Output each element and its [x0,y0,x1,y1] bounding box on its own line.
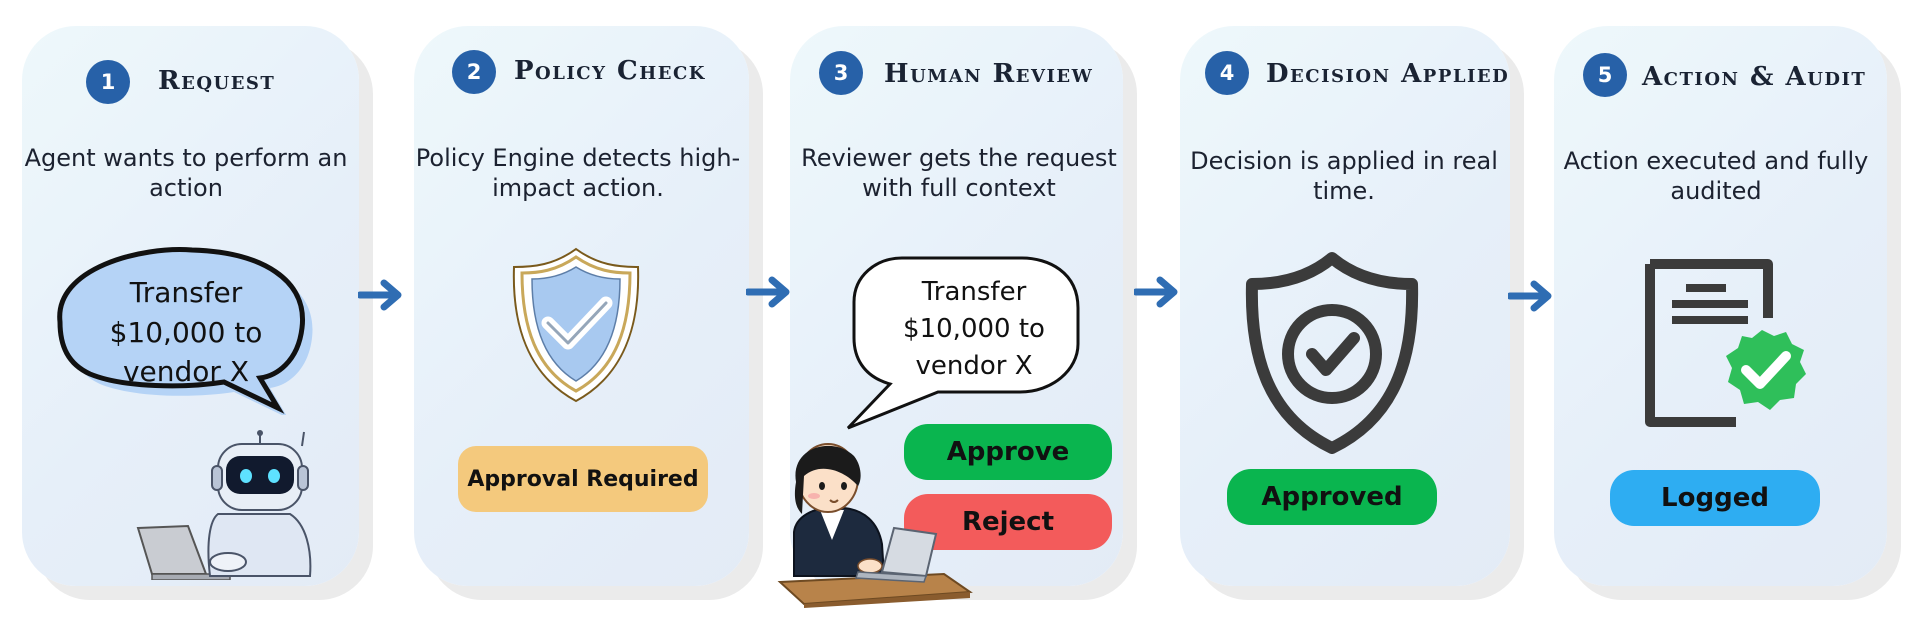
bubble-line: vendor X [123,355,249,388]
step-title: Human Review [884,59,1094,89]
step-description: Policy Engine detects high-impact action… [415,144,741,202]
bubble-line: Transfer [129,276,243,309]
step-description: Action executed and fully audited [1563,147,1869,205]
step-number-badge: 3 [819,51,863,95]
bubble-line: $10,000 to [903,314,1045,344]
step-title: Action & Audit [1642,62,1867,92]
step-description: Reviewer gets the request with full cont… [801,144,1117,202]
bubble-line: $10,000 to [110,316,263,349]
status-badge: Logged [1610,470,1820,526]
step-title: Decision Applied [1266,59,1510,89]
status-badge: Approval Required [458,446,708,512]
robot-laptop-illustration [136,430,312,580]
approve-button[interactable]: Approve [904,424,1112,480]
speech-bubble: Transfer $10,000 to vendor X [57,247,313,415]
step-number-badge: 2 [452,50,496,94]
arrow-right-icon [1134,276,1178,308]
shield-check-outline-icon [1245,252,1419,454]
arrow-right-icon [1508,280,1552,312]
shield-check-icon [512,247,640,403]
step-title: Policy Check [514,56,706,86]
step-description: Agent wants to perform an action [24,144,348,202]
step-description: Decision is applied in real time. [1190,147,1498,205]
status-badge: Approved [1227,469,1437,525]
reject-button[interactable]: Reject [904,494,1112,550]
bubble-line: vendor X [915,351,1032,381]
arrow-right-icon [746,276,790,308]
document-verified-icon [1645,259,1806,427]
speech-bubble: Transfer $10,000 to vendor X [846,256,1080,430]
bubble-line: Transfer [921,277,1027,307]
reviewer-laptop-illustration [777,443,973,608]
step-number-badge: 4 [1205,51,1249,95]
step-number-badge: 5 [1583,53,1627,97]
arrow-right-icon [358,279,402,311]
step-number-badge: 1 [86,60,130,104]
step-title: Request [158,66,276,96]
